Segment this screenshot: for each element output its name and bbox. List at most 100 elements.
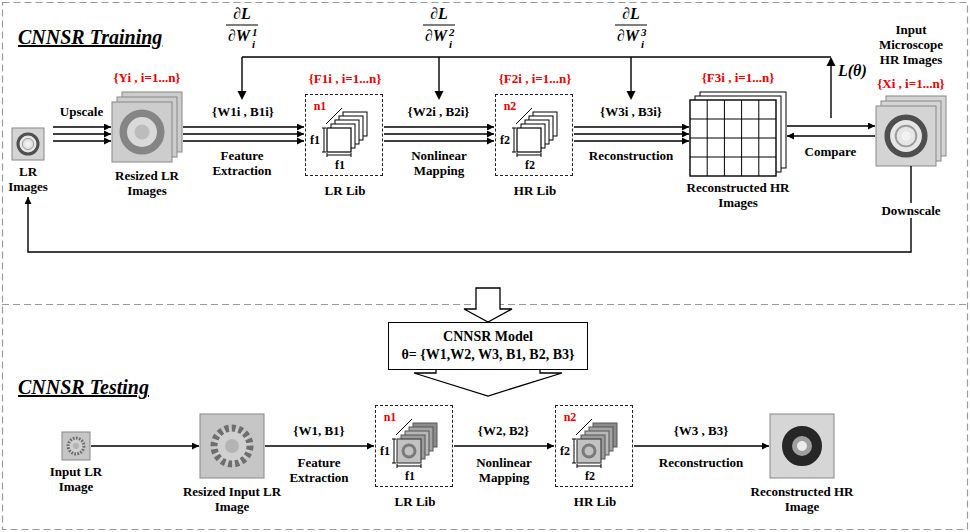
loss-feedback — [242, 57, 631, 92]
model-transfer-arrow — [414, 369, 562, 396]
dimension-label: n2 — [502, 99, 518, 113]
edge-label: {W1, B1} — [291, 423, 346, 438]
connector-group — [28, 126, 911, 446]
connector-line — [183, 133, 304, 134]
parameter-set: θ= {W1,W2, W3, B1, B2, B3} — [401, 346, 574, 364]
derivative-denominator: ∂W — [421, 27, 451, 45]
connector-line — [384, 140, 494, 141]
connector-line — [53, 140, 111, 141]
operation-label: Reconstruction — [651, 455, 751, 470]
derivative-subscript: i — [252, 38, 255, 50]
operation-label: Reconstruction — [581, 148, 681, 163]
feature-maps — [572, 419, 601, 468]
connector — [787, 126, 875, 136]
edge-label: {W2, B2} — [476, 423, 531, 438]
connector-line — [384, 133, 494, 134]
edge-label: {W1i , B1i} — [210, 104, 276, 119]
microscope-image — [200, 414, 264, 478]
connector-line — [574, 140, 689, 141]
operation-label: Nonlinear Mapping — [464, 455, 544, 485]
connector-line — [454, 445, 554, 446]
connector — [265, 446, 374, 447]
derivative-subscript: i — [641, 38, 644, 50]
connector-line — [634, 445, 769, 446]
feature-maps — [392, 419, 421, 468]
feature-maps — [327, 112, 367, 152]
image-stack: {Yi , i=1...n}Resized LR Images — [112, 92, 182, 162]
microscope-image — [12, 128, 44, 160]
loss-feedback — [830, 64, 831, 118]
image-node: LR Images — [4, 128, 52, 196]
feature-library: n1f1f1LR Lib — [375, 405, 453, 487]
feature-maps — [577, 423, 617, 463]
microscope-image — [12, 128, 44, 160]
connector — [454, 446, 554, 447]
edge-label: {W3i , B3i} — [598, 104, 664, 119]
derivative-superscript: 3 — [641, 26, 647, 38]
operation-label: Nonlinear Mapping — [399, 148, 479, 178]
operation-label: Feature Extraction — [202, 148, 282, 178]
connector-line — [265, 445, 374, 446]
edge-label: {W2i , B2i} — [406, 104, 472, 119]
connector-line — [574, 126, 689, 127]
loss-feedback — [226, 25, 831, 118]
connector — [53, 127, 111, 141]
reconstruction-grid — [690, 100, 776, 176]
dimension-label: f2 — [558, 444, 572, 458]
image-stack — [876, 106, 936, 166]
connector-line — [787, 135, 875, 136]
derivative-superscript: 2 — [449, 26, 455, 38]
section-frame — [3, 3, 968, 530]
connector-line — [28, 166, 911, 252]
image-caption: LR Images — [4, 164, 52, 194]
set-label: {F2i , i=1...n} — [480, 71, 590, 86]
image-caption: Input LR Image — [41, 464, 111, 494]
set-label: {F1i , i=1...n} — [290, 71, 400, 86]
derivative-subscript: i — [449, 38, 452, 50]
arrow-head — [435, 91, 444, 100]
arrow-head — [238, 91, 247, 100]
dimension-label: f1 — [402, 469, 418, 483]
connector-line — [91, 445, 199, 446]
reconstruction-grid — [690, 92, 786, 176]
connector-line — [574, 133, 689, 134]
microscope-image — [62, 432, 90, 460]
dimension-label: f1 — [378, 444, 392, 458]
image-stack — [112, 102, 172, 162]
microscope-image — [62, 432, 90, 460]
dimension-label: f2 — [522, 158, 538, 172]
model-title: CNNSR Model — [401, 328, 574, 346]
connector-line — [787, 125, 875, 126]
image-stack — [112, 92, 182, 162]
microscope-image — [770, 414, 834, 478]
reconstruction-grid — [690, 100, 776, 176]
microscope-image — [770, 414, 834, 478]
image-stack — [876, 96, 946, 166]
loss-feedback — [242, 56, 831, 57]
image-caption: Resized LR Images — [102, 168, 192, 198]
connector — [183, 127, 304, 141]
section-title: CNNSR Testing — [18, 376, 149, 398]
derivative-denominator: ∂W — [613, 27, 643, 45]
dimension-label: f2 — [498, 133, 512, 147]
set-label: {F3i , i=1...n} — [683, 70, 793, 85]
arrow-head — [827, 57, 836, 66]
dimension-label: n2 — [562, 410, 578, 424]
connector-line — [384, 126, 494, 127]
edge-label: {W3 , B3} — [672, 423, 731, 438]
edge-label: Upscale — [58, 104, 105, 119]
derivative-denominator: ∂W — [224, 27, 254, 45]
feature-library: {F2i , i=1...n}n2f2f2HR Lib — [495, 94, 573, 176]
derivative-numerator: ∂L — [616, 5, 646, 23]
operation-label: Feature Extraction — [279, 455, 359, 485]
feature-maps — [512, 108, 541, 157]
connector-line — [183, 126, 304, 127]
connector — [634, 446, 769, 447]
model-box: CNNSR Modelθ= {W1,W2, W3, B1, B2, B3} — [388, 322, 587, 370]
feature-maps — [397, 423, 437, 463]
image-stack — [112, 102, 172, 162]
section-frame — [2, 3, 968, 530]
image-caption: Resized Input LR Image — [177, 484, 287, 514]
